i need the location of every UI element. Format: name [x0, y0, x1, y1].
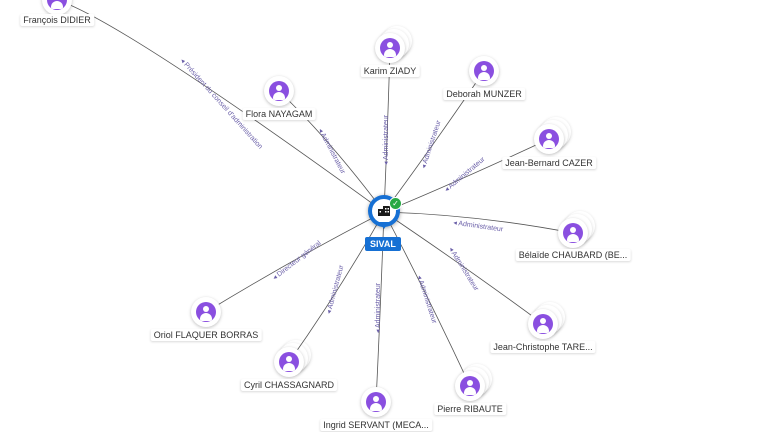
person-name-label[interactable]: Flora NAYAGAM — [242, 108, 316, 120]
person-name-label[interactable]: Jean-Christophe TARE... — [490, 341, 596, 353]
person-name-label[interactable]: Cyril CHASSAGNARD — [240, 379, 338, 391]
person-avatar[interactable] — [534, 117, 571, 154]
edge-role-label: ◂ Administrateur — [420, 119, 442, 170]
edge-p7 — [383, 211, 544, 325]
edge-p11 — [205, 211, 385, 313]
company-label[interactable]: SIVAL — [365, 237, 401, 251]
edge-role-label: ◂ Administrateur — [444, 156, 487, 194]
edge-p6 — [383, 211, 574, 234]
person-avatar[interactable] — [42, 0, 72, 15]
edge-role-label: ◂ Président du conseil d'administration — [179, 57, 264, 150]
person-name-label[interactable]: Jean-Bernard CAZER — [502, 157, 596, 169]
person-icon — [366, 392, 386, 412]
edge-p1 — [56, 0, 385, 213]
edge-role-label: ◂ Administrateur — [415, 275, 437, 326]
person-icon — [539, 129, 559, 149]
edge-role-label: ◂ Administrateur — [447, 246, 480, 293]
person-icon — [196, 302, 216, 322]
person-avatar[interactable] — [528, 302, 565, 339]
person-icon — [460, 376, 480, 396]
edge-role-label: ◂ Administrateur — [316, 127, 346, 175]
person-avatar[interactable] — [274, 340, 311, 377]
edge-p2 — [278, 90, 385, 213]
person-icon — [380, 38, 400, 58]
person-name-label[interactable]: Deborah MUNZER — [443, 88, 525, 100]
edge-role-label: ◂ Administrateur — [453, 220, 504, 234]
company-node[interactable] — [368, 195, 400, 229]
person-avatar[interactable] — [191, 297, 221, 327]
person-icon — [279, 352, 299, 372]
person-icon — [47, 0, 67, 10]
person-icon — [269, 81, 289, 101]
person-icon — [474, 61, 494, 81]
person-name-label[interactable]: Ingrid SERVANT (MECA... — [320, 419, 432, 431]
building-icon — [378, 206, 390, 216]
person-name-label[interactable]: Oriol FLAQUER BORRAS — [150, 329, 262, 341]
company-pin-tip — [379, 222, 389, 229]
person-name-label[interactable]: Karim ZIADY — [360, 65, 420, 77]
edge-p10 — [288, 211, 385, 363]
person-avatar[interactable] — [264, 76, 294, 106]
edge-role-label: ◂ Directeur général — [272, 240, 323, 282]
person-avatar[interactable] — [375, 26, 412, 63]
person-name-label[interactable]: François DIDIER — [20, 14, 94, 26]
edge-role-label: ◂ Administrateur — [383, 114, 390, 165]
person-avatar[interactable] — [558, 211, 595, 248]
person-avatar[interactable] — [455, 364, 492, 401]
check-icon: ✓ — [389, 197, 402, 210]
person-avatar[interactable] — [469, 56, 499, 86]
person-name-label[interactable]: Bélaïde CHAUBARD (BE... — [515, 249, 631, 261]
edge-role-label: ◂ Administrateur — [326, 264, 346, 315]
person-icon — [533, 314, 553, 334]
person-avatar[interactable] — [361, 387, 391, 417]
edge-p3 — [383, 47, 391, 213]
person-name-label[interactable]: Pierre RIBAUTE — [434, 403, 506, 415]
edge-role-label: ◂ Administrateur — [375, 282, 382, 333]
edge-p8 — [383, 211, 471, 387]
person-icon — [563, 223, 583, 243]
